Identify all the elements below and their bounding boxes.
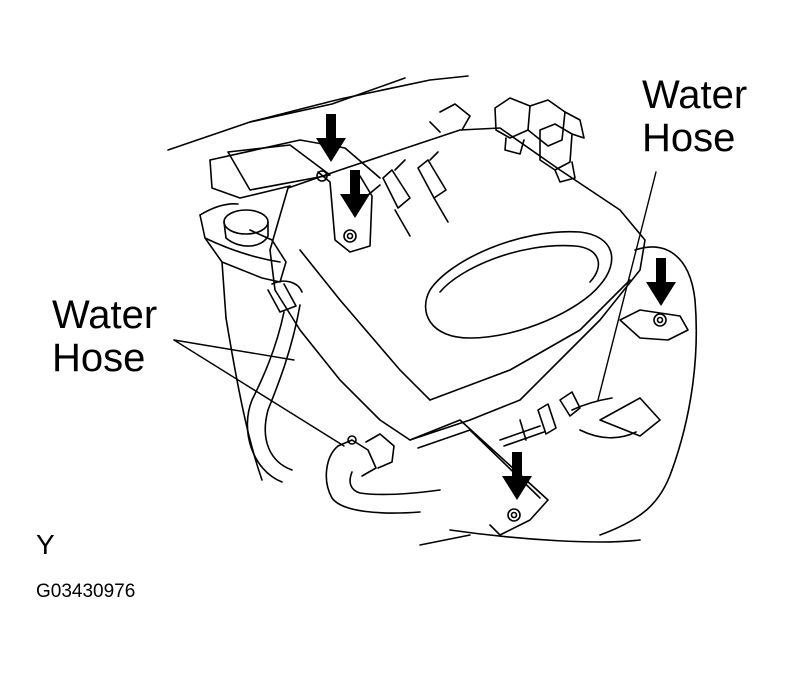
view-letter: Y	[36, 529, 55, 560]
arrow-icon	[646, 258, 676, 306]
right-bracket	[580, 310, 688, 438]
label-line: Hose	[52, 336, 146, 381]
label-line: Water	[642, 73, 748, 117]
arrow-icon	[316, 114, 346, 162]
water-hose-lower-assembly	[326, 434, 440, 513]
water-hose-left-assembly	[226, 281, 302, 482]
leader-line-left-1	[174, 340, 294, 360]
water-hose-label-left: Water Hose	[52, 293, 158, 381]
arrow-icon	[502, 452, 532, 500]
leader-line-left-2	[174, 340, 344, 446]
leader-lines	[174, 172, 656, 446]
body-outline	[168, 76, 696, 545]
coolant-reservoir	[200, 204, 286, 318]
ignition-connectors	[362, 98, 584, 236]
label-line: Water	[52, 293, 158, 337]
upper-bracket	[317, 171, 372, 252]
arrow-icon	[340, 170, 370, 218]
label-line: Hose	[642, 116, 736, 161]
leader-line-top-right	[598, 172, 656, 400]
engine-cover	[210, 128, 645, 440]
hose-fittings	[500, 392, 612, 446]
figure-code: G03430976	[36, 581, 136, 602]
pointer-arrows	[316, 114, 676, 500]
water-hose-label-top-right: Water Hose	[642, 73, 748, 161]
